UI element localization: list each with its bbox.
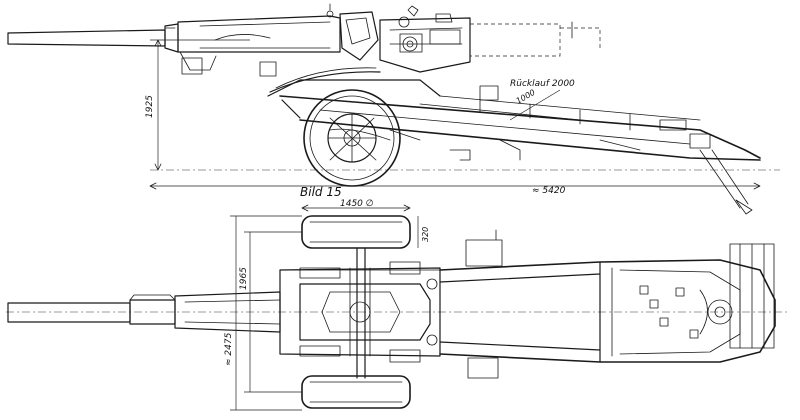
side-view: 1925 ≈ 5420 Rücklauf 2000 1000 Bild 15 bbox=[7, 3, 780, 215]
axle-top bbox=[356, 247, 366, 379]
recoil-label: Rücklauf 2000 bbox=[510, 79, 575, 89]
wheel-side bbox=[303, 89, 401, 187]
tire-dimension: 320 bbox=[417, 216, 430, 248]
overall-width-label: ≈ 2475 bbox=[224, 332, 234, 366]
upper-carriage-side bbox=[267, 3, 601, 97]
overall-width-dimension: ≈ 2475 bbox=[224, 215, 302, 411]
wheel-width-dimension: 1450 ∅ bbox=[301, 199, 411, 212]
length-label: ≈ 5420 bbox=[532, 186, 566, 196]
trail-side bbox=[279, 85, 761, 215]
wheel-width-label: 1450 ∅ bbox=[340, 199, 374, 209]
wheel-top-upper bbox=[301, 215, 411, 249]
top-view: 1450 ∅ 320 1965 ≈ 2475 bbox=[6, 199, 790, 411]
recoil-annotation: Rücklauf 2000 1000 bbox=[509, 79, 575, 121]
figure-caption: Bild 15 bbox=[300, 185, 342, 199]
trail-top bbox=[279, 229, 776, 379]
length-dimension: ≈ 5420 bbox=[149, 182, 761, 196]
barrel-top bbox=[7, 291, 281, 333]
tire-label: 320 bbox=[421, 227, 430, 242]
wheel-top-lower bbox=[301, 375, 411, 409]
recoil-short-label: 1000 bbox=[515, 88, 537, 106]
upper-carriage-top bbox=[279, 261, 441, 363]
barrel-side bbox=[7, 15, 341, 77]
track-label: 1965 bbox=[239, 267, 249, 290]
track-dimension: 1965 bbox=[239, 231, 302, 393]
height-label: 1925 bbox=[145, 95, 155, 118]
height-dimension: 1925 bbox=[145, 39, 250, 171]
